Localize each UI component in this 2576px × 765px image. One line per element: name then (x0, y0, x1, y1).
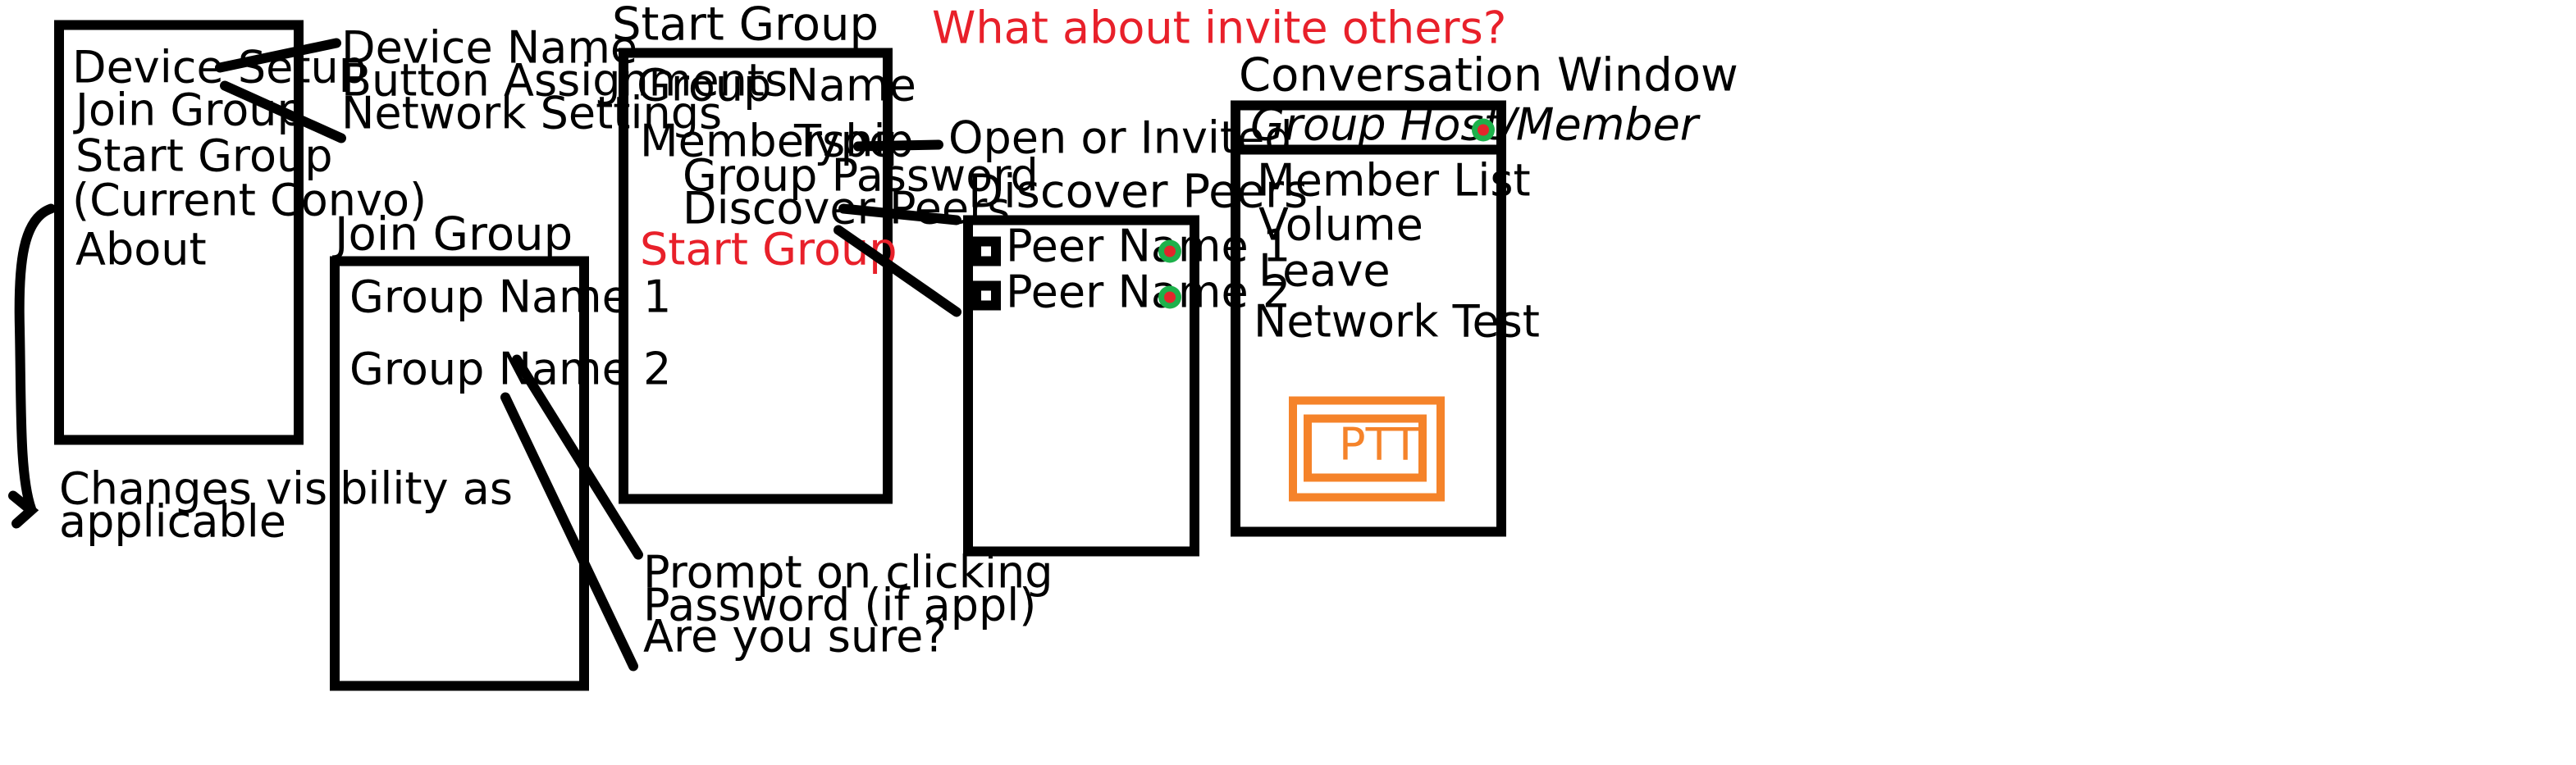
network-test-item[interactable]: Network Test (1254, 296, 1540, 348)
join-group-title: Join Group (332, 208, 573, 262)
visibility-note-line-2: applicable (59, 496, 286, 548)
discover-peers-frame (963, 215, 1199, 557)
ptt-outer-frame (1289, 396, 1445, 502)
menu-item-about[interactable]: About (75, 224, 207, 275)
group-item-1[interactable]: Group Name 1 (349, 271, 671, 323)
visibility-arrow (14, 108, 64, 514)
peer-2-checkbox[interactable] (971, 280, 1001, 311)
ptt-inner-frame (1304, 414, 1427, 482)
connector-discover-peers-bottom (834, 225, 961, 317)
connector-discover-peers-top (838, 203, 961, 225)
connector-group-2 (500, 392, 638, 672)
menu-item-current-convo[interactable]: (Current Convo) (72, 175, 427, 226)
connector-device-setup-top (215, 38, 341, 73)
main-menu-panel: Device Setup Join Group Start Group (Cur… (54, 20, 427, 445)
start-group-frame (619, 48, 893, 504)
membership-label: Membership (640, 116, 914, 167)
peer-name-1[interactable]: Peer Name 1 (1006, 221, 1290, 272)
peer-2-status-dot (1164, 291, 1176, 303)
group-password-field[interactable]: Group Password (683, 150, 1039, 202)
member-list-item[interactable]: Member List (1257, 155, 1531, 207)
leave-item[interactable]: Leave (1258, 245, 1391, 297)
main-menu-frame (54, 20, 304, 445)
option-button-assignments: Button Assignments (341, 55, 788, 107)
type-options-note: Open or Invited (948, 112, 1293, 164)
peer-name-2[interactable]: Peer Name 2 (1006, 266, 1290, 318)
peer-1-checkbox[interactable] (971, 236, 1001, 266)
start-group-button[interactable]: Start Group (640, 224, 897, 275)
start-group-panel: Group Name Membership Type Group Passwor… (619, 48, 1039, 504)
discover-peers-panel: Peer Name 1 Peer Name 2 (963, 215, 1290, 557)
click-note-line-2: Password (if appl) (643, 580, 1036, 631)
host-status-dot (1478, 124, 1489, 136)
conversation-frame (1231, 100, 1506, 537)
option-device-name: Device Name (341, 22, 637, 74)
ptt-button[interactable]: PTT (1289, 396, 1445, 502)
menu-item-start-group[interactable]: Start Group (75, 130, 332, 182)
start-group-title: Start Group (612, 0, 879, 52)
peer-1-status-dot (1164, 245, 1176, 257)
conversation-panel: Group Host/Member Member List Volume Lea… (1231, 99, 1701, 537)
group-name-field[interactable]: Group Name (637, 60, 916, 112)
ptt-label: PTT (1339, 419, 1420, 471)
connector-device-setup-bottom (220, 80, 346, 143)
visibility-note-line-1: Changes visibility as (59, 463, 513, 515)
click-note-line-3: Are you sure? (643, 611, 947, 663)
volume-item[interactable]: Volume (1258, 199, 1423, 251)
connector-type (853, 139, 943, 152)
invite-note: What about invite others? (932, 2, 1506, 54)
group-item-2[interactable]: Group Name 2 (349, 344, 671, 395)
option-network-settings: Network Settings (341, 88, 722, 139)
menu-item-join-group[interactable]: Join Group (73, 84, 305, 136)
visibility-arrowhead (8, 490, 39, 529)
conversation-title: Conversation Window (1239, 49, 1738, 102)
discover-peers-title: Discover Peers (968, 166, 1308, 219)
join-group-panel: Group Name 1 Group Name 2 (330, 256, 671, 691)
connector-group-1 (512, 354, 643, 560)
